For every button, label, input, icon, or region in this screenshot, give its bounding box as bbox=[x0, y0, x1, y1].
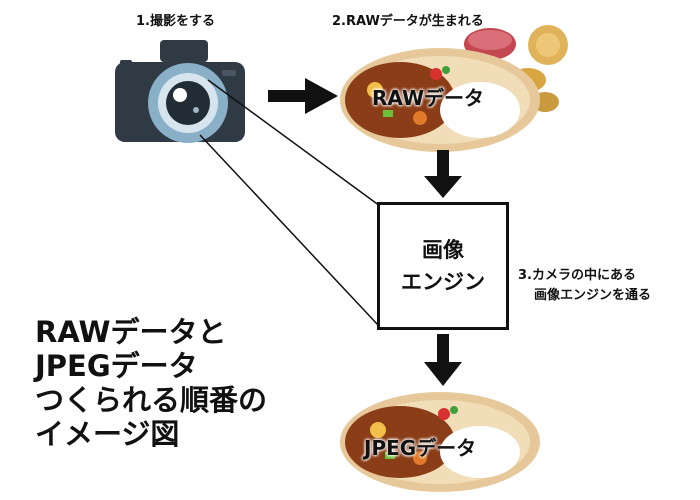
title-line3: つくられる順番の bbox=[35, 383, 268, 417]
jpeg-curry-plate-icon bbox=[340, 392, 540, 492]
step3-label-line2: 画像エンジンを通る bbox=[534, 288, 652, 303]
title-line4: イメージ図 bbox=[35, 417, 180, 451]
projection-line-bottom bbox=[199, 134, 379, 326]
arrow-right bbox=[268, 78, 338, 114]
camera-icon bbox=[115, 40, 245, 143]
engine-box-line1: 画像 bbox=[422, 238, 464, 262]
arrow-down-2 bbox=[424, 334, 462, 386]
step1-label: 1.撮影をする bbox=[136, 14, 215, 29]
jpeg-data-label: JPEGデータ bbox=[364, 436, 477, 460]
step3-label-line1: 3.カメラの中にある bbox=[518, 268, 636, 283]
image-engine-box: 画像 エンジン bbox=[377, 202, 509, 330]
title-line2: JPEGデータ bbox=[35, 349, 198, 383]
arrow-down-1 bbox=[424, 150, 462, 198]
projection-line-top bbox=[207, 79, 381, 207]
raw-curry-plate-icon bbox=[340, 48, 540, 152]
diagram-title: RAWデータと JPEGデータ つくられる順番の イメージ図 bbox=[35, 315, 335, 451]
step2-label: 2.RAWデータが生まれる bbox=[332, 14, 484, 29]
raw-data-label: RAWデータ bbox=[372, 86, 485, 110]
title-line1: RAWデータと bbox=[35, 315, 227, 349]
engine-box-line2: エンジン bbox=[401, 270, 485, 294]
